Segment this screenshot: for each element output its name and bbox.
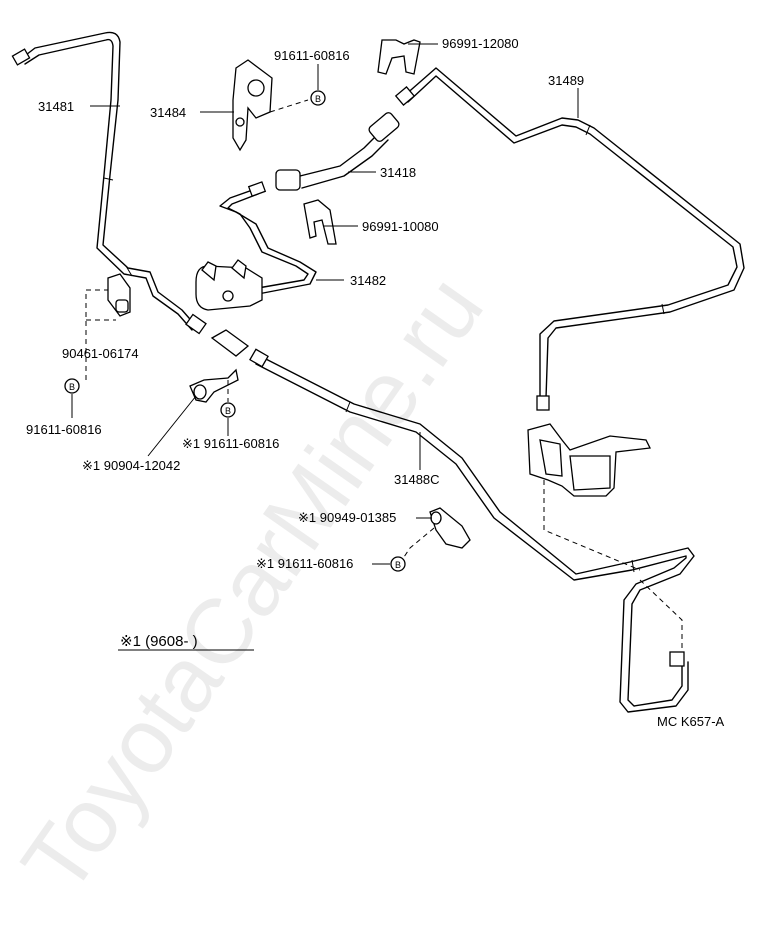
bracket-90461-06174 bbox=[107, 273, 131, 317]
bolt-symbol-top: B bbox=[310, 90, 326, 106]
bracket-31484 bbox=[232, 59, 273, 152]
pipe-31481 bbox=[11, 31, 207, 335]
svg-text:B: B bbox=[69, 382, 75, 392]
cylinder-assembly bbox=[527, 423, 651, 497]
dashed-leaders bbox=[85, 99, 683, 650]
label-clip-mid: 96991-10080 bbox=[362, 219, 439, 234]
clip-96991-10080 bbox=[303, 199, 337, 245]
label-clip-top: 96991-12080 bbox=[442, 36, 519, 51]
svg-text:B: B bbox=[315, 94, 321, 104]
label-31484: 31484 bbox=[150, 105, 186, 120]
bolt-symbol-low: B bbox=[390, 556, 406, 572]
label-bolt-low-note: ※1 91611-60816 bbox=[256, 556, 353, 571]
label-31482: 31482 bbox=[350, 273, 386, 288]
label-clamp-note: ※1 90904-12042 bbox=[82, 458, 180, 473]
label-31481: 31481 bbox=[38, 99, 74, 114]
grommet bbox=[210, 329, 250, 357]
label-31418: 31418 bbox=[380, 165, 416, 180]
label-clamp2-note: ※1 90949-01385 bbox=[298, 510, 396, 525]
label-31488c: 31488C bbox=[394, 472, 440, 487]
pipe-31489 bbox=[394, 67, 745, 411]
valve-body bbox=[195, 259, 263, 311]
solid-leaders bbox=[71, 43, 579, 651]
label-bolt-top: 91611-60816 bbox=[274, 48, 350, 63]
label-31489: 31489 bbox=[548, 73, 584, 88]
diagram-code: MC K657-A bbox=[657, 714, 725, 729]
pipe-31488c bbox=[249, 348, 695, 713]
svg-text:B: B bbox=[395, 560, 401, 570]
clamp-90904-12042 bbox=[189, 368, 239, 403]
clip-96991-12080 bbox=[377, 39, 421, 75]
label-bolt-left: 91611-60816 bbox=[26, 422, 102, 437]
hose-31418 bbox=[275, 112, 400, 191]
bolt-symbol-mid: B bbox=[220, 402, 236, 418]
label-bolt-mid-note: ※1 91611-60816 bbox=[182, 436, 279, 451]
label-bracket: 90461-06174 bbox=[62, 346, 139, 361]
svg-text:B: B bbox=[225, 406, 231, 416]
clamp-90949-01385 bbox=[429, 507, 471, 549]
bolt-symbol-left: B bbox=[64, 378, 80, 394]
note-label: ※1 (9608- ) bbox=[120, 633, 198, 650]
